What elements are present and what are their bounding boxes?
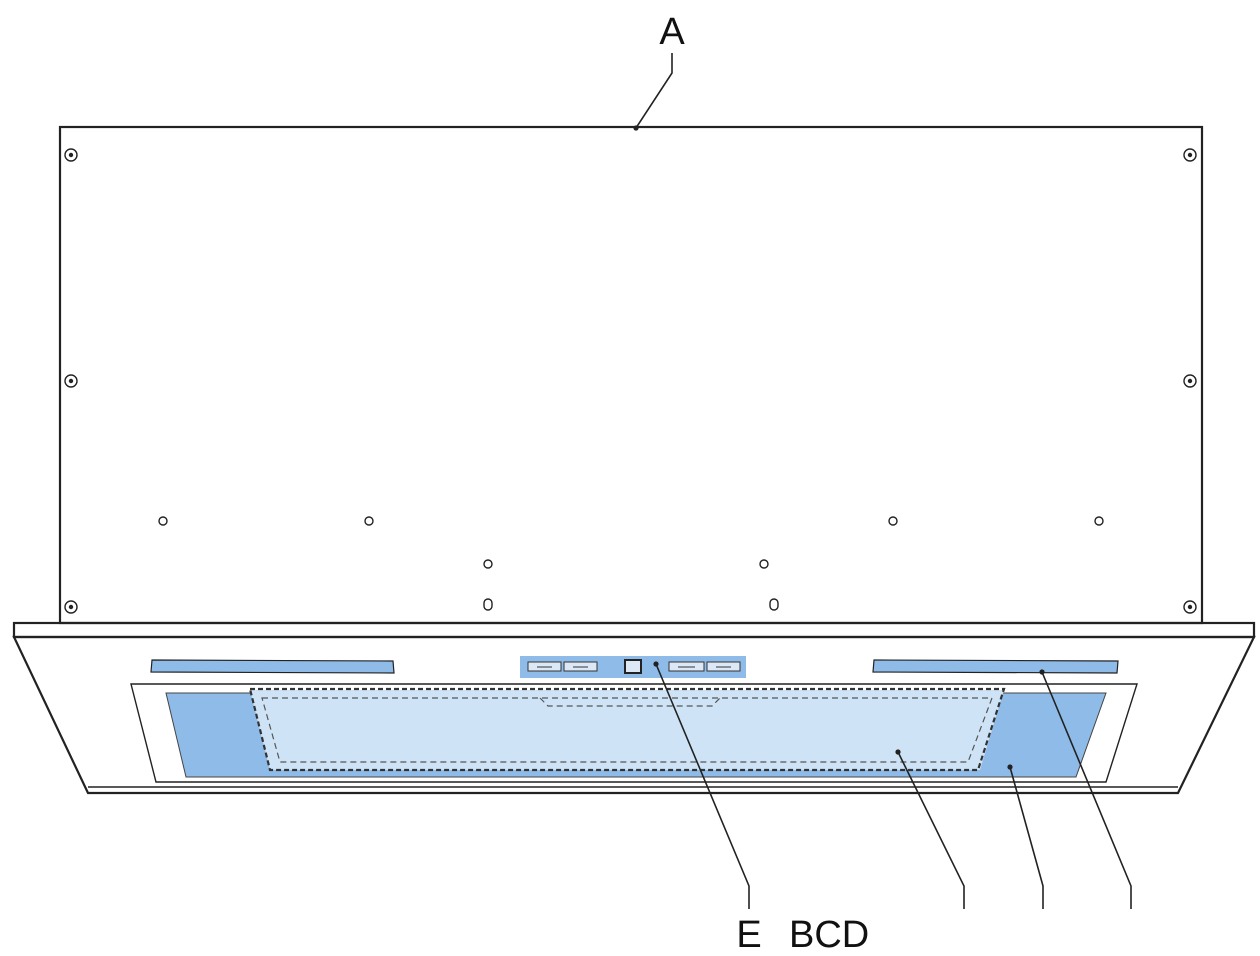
- light-strip-right: [872, 659, 1119, 674]
- screw-icon: [1183, 600, 1197, 614]
- hole-icon: [1094, 516, 1104, 526]
- screw-icon: [64, 600, 78, 614]
- hole-icon: [759, 559, 769, 569]
- screw-icon: [1183, 374, 1197, 388]
- hood-front-face: [12, 635, 1256, 795]
- hood-top-rim: [12, 621, 1256, 639]
- back-panel: [58, 125, 1204, 625]
- screw-icon: [1183, 148, 1197, 162]
- screw-icon: [64, 148, 78, 162]
- slot-hole-icon: [483, 598, 493, 611]
- screw-icon: [64, 374, 78, 388]
- leader-lines: [633, 53, 1132, 909]
- hole-icon: [483, 559, 493, 569]
- light-strip-left: [150, 659, 395, 674]
- hole-icon: [364, 516, 374, 526]
- mounting-holes: [158, 516, 1104, 611]
- slot-hole-icon: [769, 598, 779, 611]
- hole-icon: [888, 516, 898, 526]
- leader-e: [655, 663, 750, 909]
- glass-center: [250, 690, 1004, 770]
- label-e: E: [736, 914, 761, 956]
- leader-c: [1009, 766, 1044, 909]
- label-bcd: BCD: [789, 914, 869, 956]
- leader-b: [897, 751, 965, 909]
- leader-a: [635, 53, 673, 129]
- power-button: [624, 659, 642, 674]
- panel-screws: [64, 148, 1197, 614]
- filter-frame: [130, 683, 1138, 783]
- label-a: A: [659, 11, 685, 53]
- hole-icon: [158, 516, 168, 526]
- hood-body: [12, 621, 1256, 795]
- control-panel: [520, 656, 746, 678]
- leader-d: [1041, 671, 1132, 909]
